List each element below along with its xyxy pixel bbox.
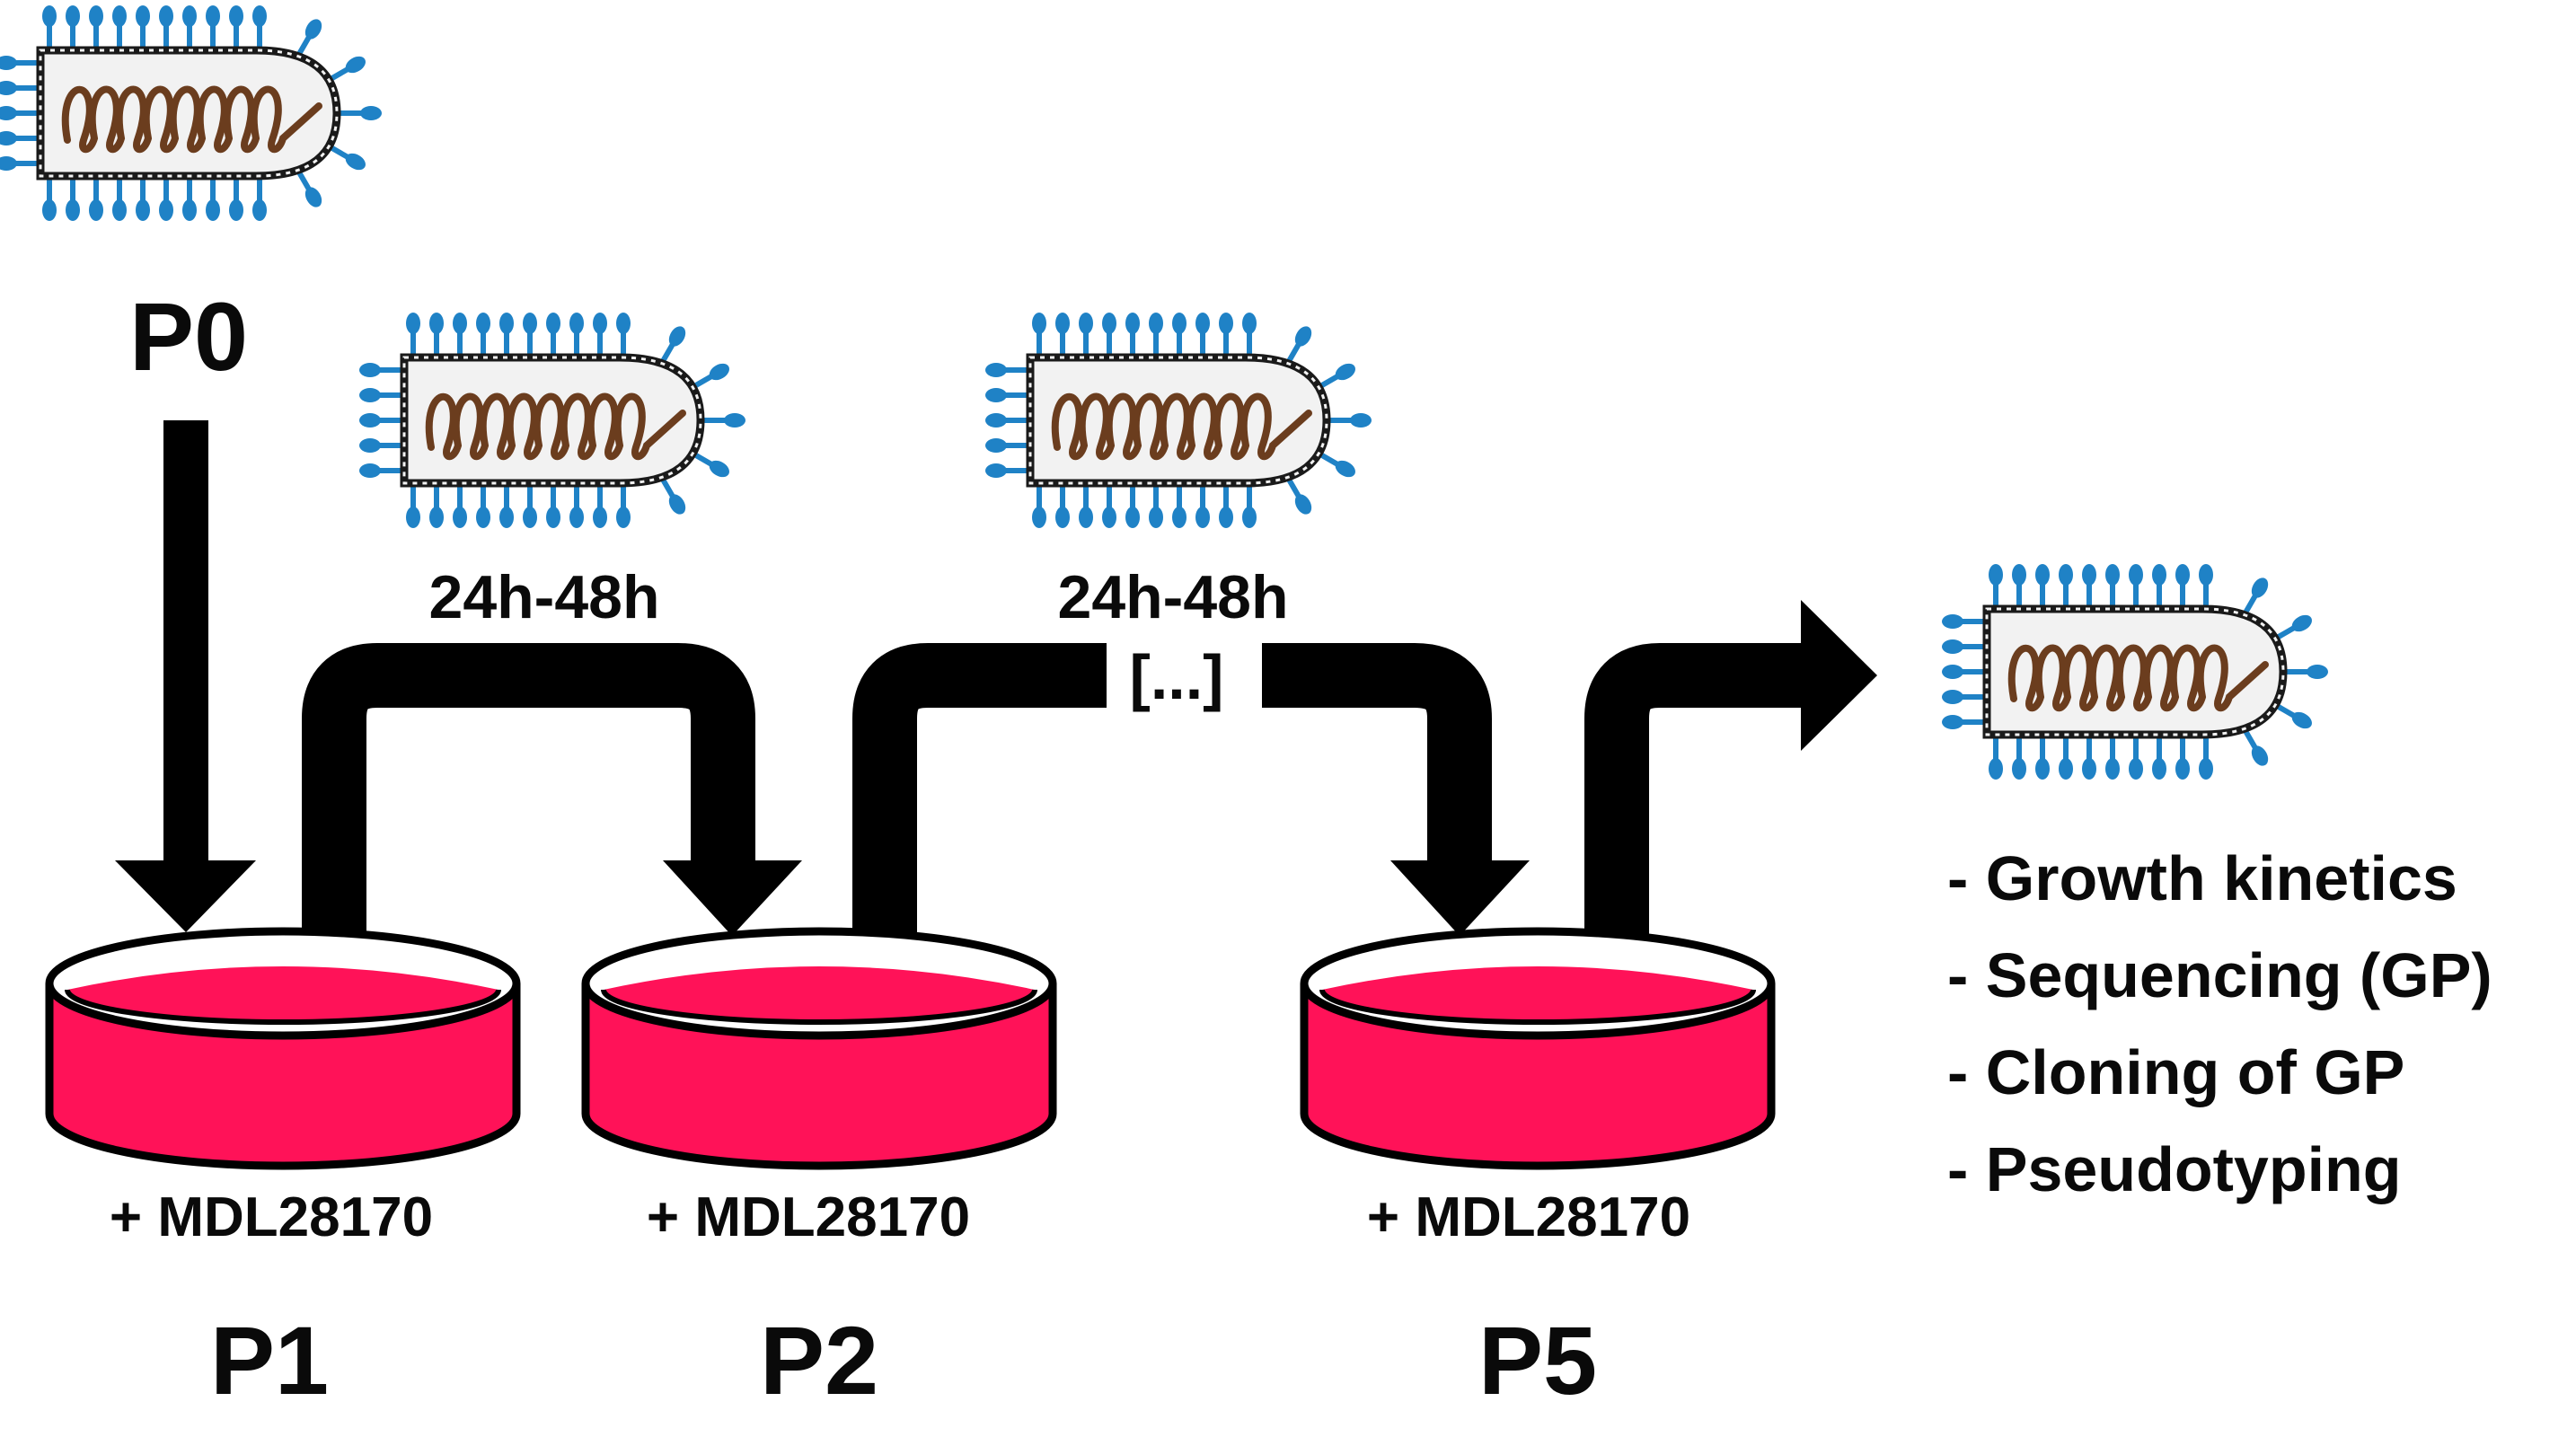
analysis-item: - Cloning of GP [1947, 1037, 2404, 1107]
treatment-label-p5: + MDL28170 [1367, 1186, 1690, 1248]
culture-dish-icon [49, 931, 516, 1166]
passage-label-p1: P1 [210, 1306, 329, 1415]
virion-icon [359, 313, 745, 528]
analysis-item: - Growth kinetics [1947, 843, 2457, 913]
culture-dish-icon [586, 931, 1053, 1166]
virion-icon [985, 313, 1372, 528]
arrow-p5-to-output [1584, 600, 1877, 936]
treatment-label-p1: + MDL28170 [110, 1186, 433, 1248]
arrow-p2-to-p5 [852, 643, 1530, 939]
interval-label-1: 24h-48h [429, 563, 660, 631]
virion-icon [1942, 564, 2328, 780]
analysis-list: - Growth kinetics - Sequencing (GP) - Cl… [1947, 843, 2492, 1204]
analysis-item: - Pseudotyping [1947, 1134, 2402, 1204]
arrow-p1-to-p2 [302, 643, 802, 959]
ellipsis-label: [...] [1130, 642, 1224, 712]
arrow-p0-to-p1 [115, 420, 256, 932]
interval-label-2: 24h-48h [1058, 563, 1289, 631]
analysis-item: - Sequencing (GP) [1947, 940, 2492, 1010]
culture-dish-icon [1304, 931, 1771, 1166]
passage-label-p2: P2 [760, 1306, 878, 1415]
virion-icon [0, 5, 382, 221]
passage-label-p0: P0 [129, 282, 248, 391]
passage-label-p5: P5 [1478, 1306, 1597, 1415]
treatment-label-p2: + MDL28170 [647, 1186, 970, 1248]
